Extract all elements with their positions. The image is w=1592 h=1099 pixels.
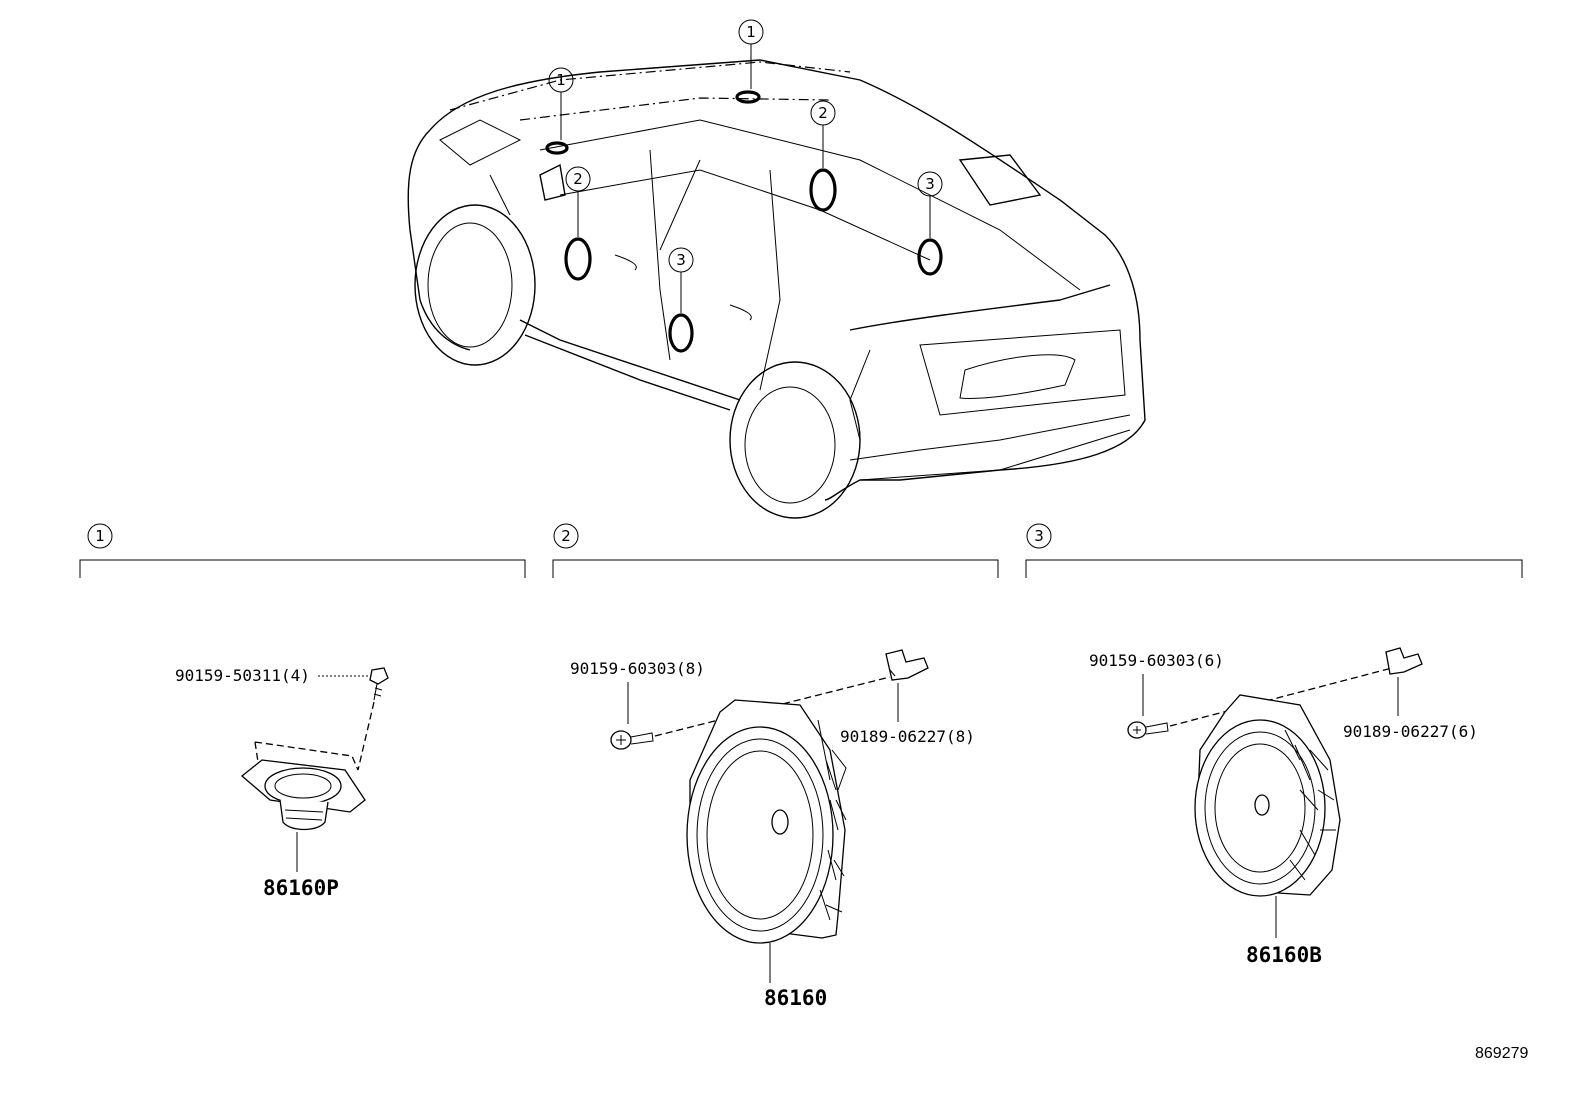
group-1-bracket: [79, 559, 526, 578]
nut-90189-06227-a: [885, 649, 929, 681]
group-2-bracket: [552, 559, 999, 578]
speaker-marker-3-rear: [917, 238, 943, 276]
callout-3-front: 3: [676, 251, 686, 269]
vehicle-illustration: [407, 59, 1146, 519]
speaker-marker-1-front: [545, 141, 569, 155]
label-86160B: 86160B: [1246, 943, 1322, 967]
tweeter-speaker-86160P: [240, 759, 366, 831]
group-1-number: 1: [95, 527, 105, 545]
speaker-marker-3-front: [668, 313, 694, 353]
group-2: 2 90159-60303(8) 90189-06227(8): [552, 523, 999, 1010]
rear-door-speaker-86160B: [1194, 694, 1341, 897]
label-90189-06227-6: 90189-06227(6): [1343, 722, 1478, 741]
screw-90159-60303-a: [610, 730, 654, 750]
speaker-marker-1-rear: [735, 90, 761, 104]
vehicle-speaker-markers: [545, 90, 943, 353]
label-86160P: 86160P: [263, 876, 339, 900]
group-3-number: 3: [1034, 527, 1044, 545]
label-90159-50311: 90159-50311(4): [175, 666, 310, 685]
group-1: 1 90159-50311(4) 86160P: [79, 523, 526, 900]
speaker-marker-2-rear: [809, 168, 837, 212]
callout-1-front: 1: [556, 71, 566, 89]
callout-3-rear: 3: [925, 175, 935, 193]
group-2-number: 2: [561, 527, 571, 545]
label-90159-60303-8: 90159-60303(8): [570, 659, 705, 678]
screw-90159-60303-b: [1127, 721, 1169, 739]
door-speaker-86160: [686, 699, 847, 944]
speaker-marker-2-front: [564, 237, 592, 281]
illustration-number: 869279: [1475, 1045, 1528, 1062]
screw-90159-50311: [369, 667, 389, 701]
nut-90189-06227-b: [1385, 647, 1423, 675]
callout-1-rear: 1: [746, 23, 756, 41]
label-90159-60303-6: 90159-60303(6): [1089, 651, 1224, 670]
callout-2-front: 2: [573, 170, 583, 188]
label-86160: 86160: [764, 986, 827, 1010]
callout-2-rear: 2: [818, 104, 828, 122]
group-3: 3 90159-60303(6) 90189-06227(6) 86160B: [1025, 523, 1523, 967]
vehicle-callouts: 1 1 2 2 3 3: [548, 19, 943, 313]
label-90189-06227-8: 90189-06227(8): [840, 727, 975, 746]
group-3-bracket: [1025, 559, 1523, 578]
